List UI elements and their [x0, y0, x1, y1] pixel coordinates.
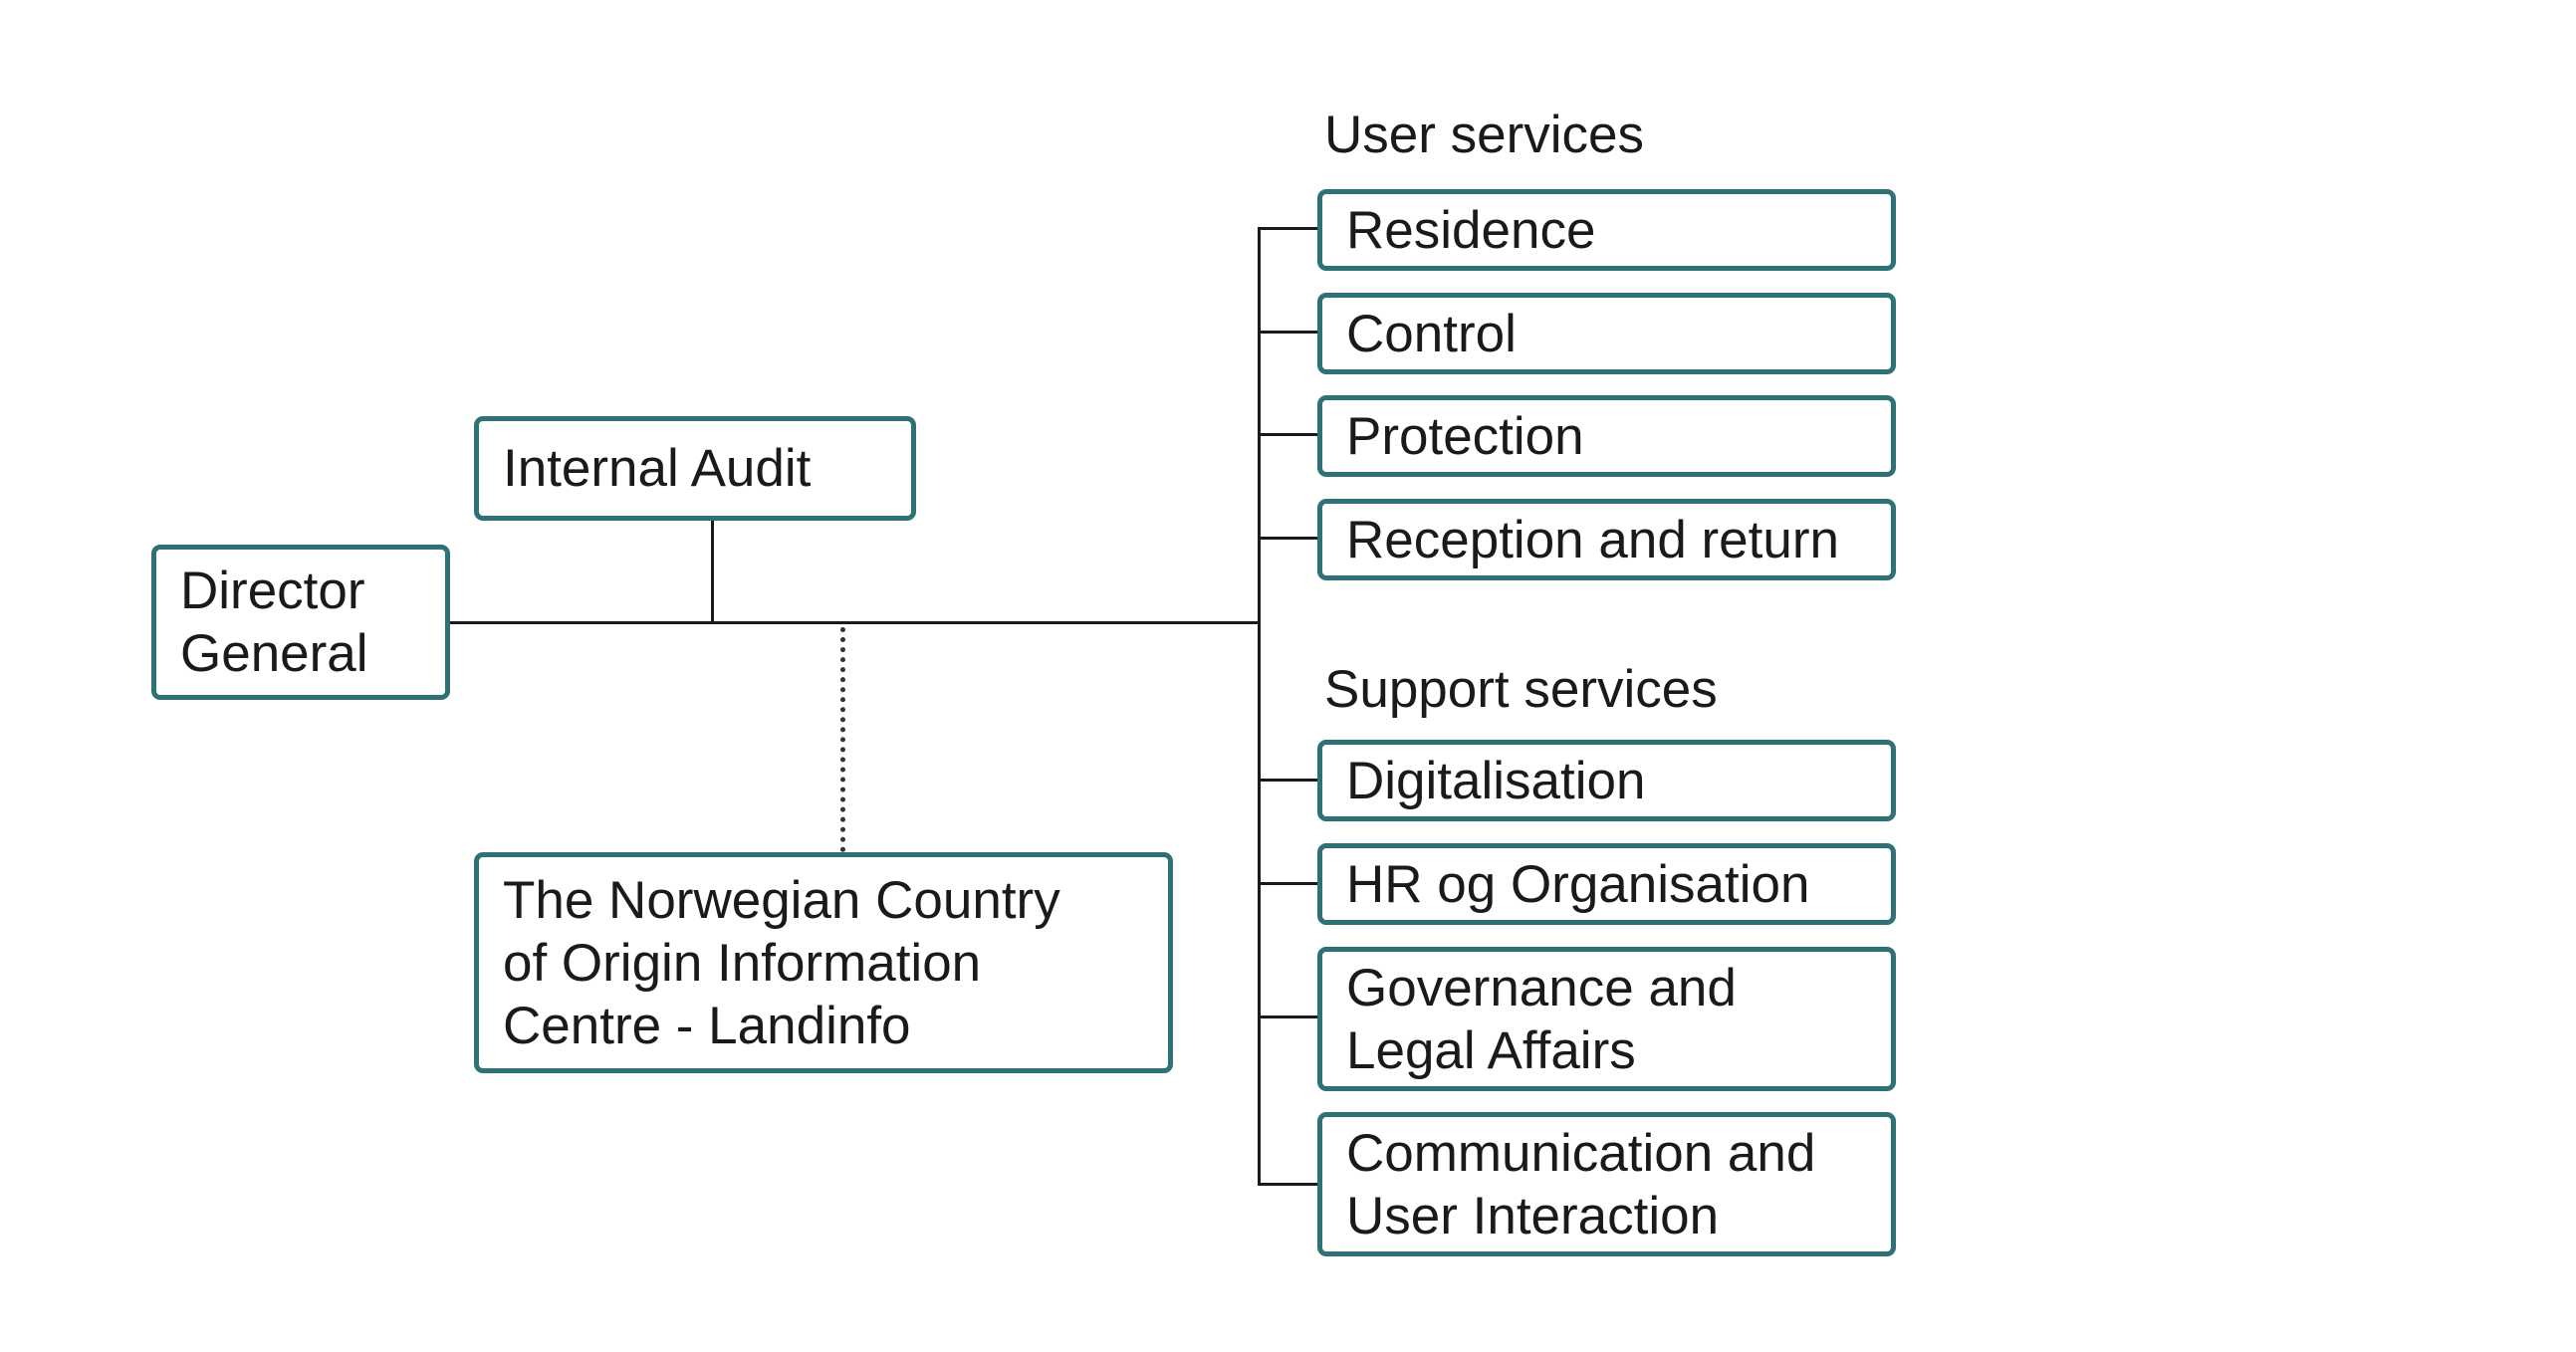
reception-and-return-box: Reception and return	[1317, 499, 1896, 580]
landinfo-box: The Norwegian Country of Origin Informat…	[474, 852, 1173, 1073]
protection-box: Protection	[1317, 395, 1896, 477]
branch-digitalisation	[1258, 779, 1321, 782]
support-services-heading: Support services	[1324, 660, 1718, 719]
landinfo-dotted-connector	[840, 627, 845, 852]
services-vertical-spine	[1258, 227, 1261, 1186]
user-services-heading: User services	[1324, 106, 1645, 164]
branch-governance	[1258, 1015, 1321, 1018]
branch-hr	[1258, 882, 1321, 885]
internal-audit-connector	[711, 518, 714, 623]
communication-user-interaction-box: Communication and User Interaction	[1317, 1112, 1896, 1256]
internal-audit-box: Internal Audit	[474, 416, 916, 521]
branch-control	[1258, 331, 1321, 334]
branch-residence	[1258, 227, 1321, 230]
branch-reception	[1258, 537, 1321, 540]
branch-protection	[1258, 433, 1321, 436]
hr-og-organisation-box: HR og Organisation	[1317, 843, 1896, 925]
digitalisation-box: Digitalisation	[1317, 740, 1896, 821]
branch-communication	[1258, 1183, 1321, 1186]
director-general-box: Director General	[151, 545, 450, 700]
governance-legal-affairs-box: Governance and Legal Affairs	[1317, 947, 1896, 1091]
control-box: Control	[1317, 293, 1896, 374]
residence-box: Residence	[1317, 189, 1896, 271]
main-horizontal-connector	[446, 621, 1260, 624]
